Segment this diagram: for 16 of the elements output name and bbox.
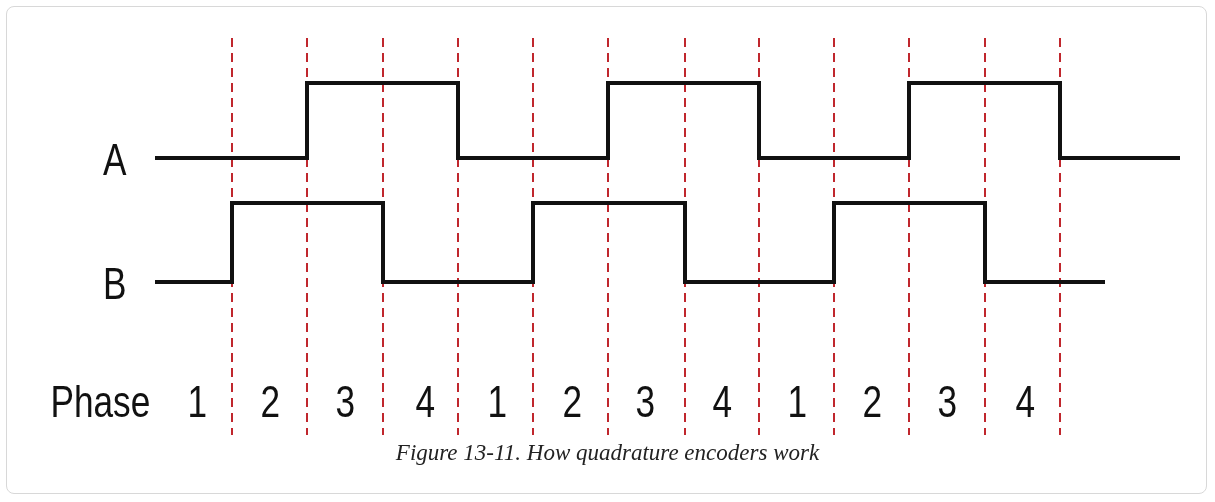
signal-label: A <box>102 138 127 182</box>
phase-number: 1 <box>487 380 508 424</box>
phase-number: 1 <box>187 380 208 424</box>
row-label: Phase <box>50 380 151 424</box>
phase-number: 2 <box>862 380 883 424</box>
figure-caption: Figure 13-11. How quadrature encoders work <box>395 440 820 466</box>
phase-number: 4 <box>415 380 436 424</box>
phase-number: 3 <box>937 380 958 424</box>
signal-label: B <box>102 262 127 306</box>
phase-number: 1 <box>787 380 808 424</box>
phase-number: 3 <box>635 380 656 424</box>
phase-number: 2 <box>562 380 583 424</box>
phase-number: 4 <box>1015 380 1036 424</box>
phase-number: 3 <box>335 380 356 424</box>
phase-number: 2 <box>260 380 281 424</box>
phase-number: 4 <box>712 380 733 424</box>
